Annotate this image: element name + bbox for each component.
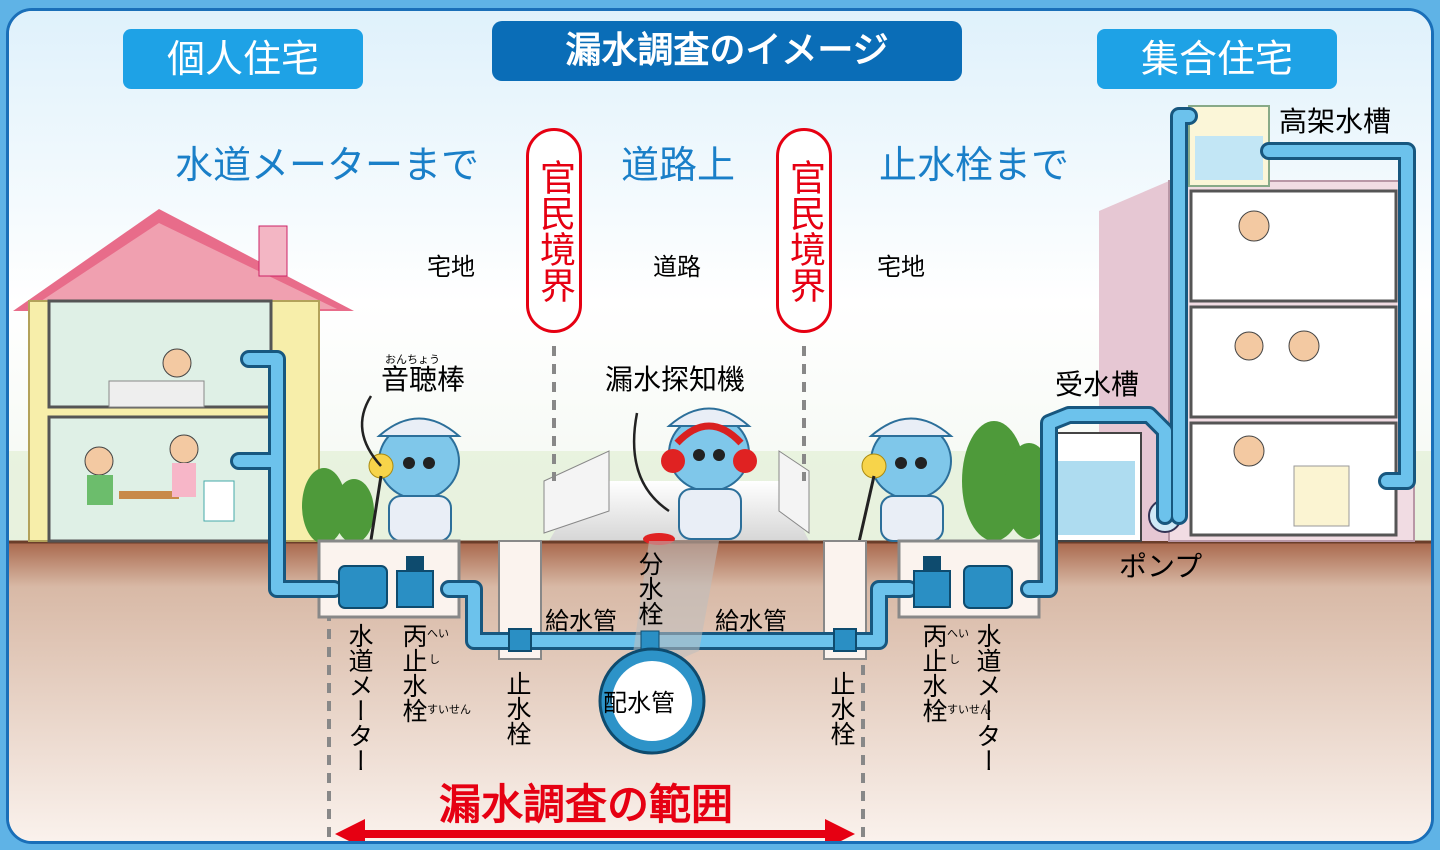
survey-range-label: 漏水調査の範囲	[439, 780, 734, 829]
pump-label: ポンプ	[1119, 550, 1203, 583]
zone-left-heading: 水道メーターまで	[175, 143, 480, 187]
stop-valve-label-right: 止水栓	[827, 671, 856, 746]
header-individual-house: 個人住宅	[123, 29, 363, 89]
branch-valve-label: 分水栓	[635, 551, 664, 626]
shi-ruby-left: し	[429, 653, 440, 666]
receiving-tank-label: 受水槽	[1055, 368, 1140, 401]
worker-center	[643, 407, 757, 545]
header-main-title: 漏水調査のイメージ	[492, 21, 962, 81]
scene-illustration	[9, 11, 1431, 841]
public-private-boundary-right: 官民境界	[776, 128, 832, 333]
hei-stop-valve-label-right: 丙止水栓	[919, 623, 948, 723]
leak-detector-label: 漏水探知機	[605, 363, 746, 396]
listening-rod-ruby: おんちょう	[385, 353, 440, 366]
hei-stop-valve-label-left: 丙止水栓	[399, 623, 428, 723]
hei-ruby-left: へい	[427, 627, 449, 640]
zone-right-heading: 止水栓まで	[879, 143, 1070, 187]
diagram-frame: 個人住宅 漏水調査のイメージ 集合住宅 水道メーターまで 道路上 止水栓まで 官…	[6, 8, 1434, 844]
distribution-main-label: 配水管	[603, 689, 675, 717]
header-apartment: 集合住宅	[1097, 29, 1337, 89]
area-road: 道路	[653, 253, 701, 281]
supply-pipe-label-right: 給水管	[715, 607, 787, 635]
water-meter-label-left: 水道メーター	[345, 623, 374, 773]
area-residential-left: 宅地	[427, 253, 475, 281]
elevated-tank-label: 高架水槽	[1279, 105, 1392, 138]
worker-right	[861, 417, 954, 542]
zone-center-heading: 道路上	[621, 143, 736, 187]
supply-pipe-label-left: 給水管	[545, 607, 617, 635]
suisen-ruby-left: すいせん	[427, 703, 471, 716]
shi-ruby-right: し	[949, 653, 960, 666]
area-residential-right: 宅地	[877, 253, 925, 281]
worker-left	[368, 417, 462, 542]
stop-valve-label-left: 止水栓	[503, 671, 532, 746]
water-meter-label-right: 水道メーター	[973, 623, 1002, 773]
public-private-boundary-left: 官民境界	[526, 128, 582, 333]
apartment-illustration	[1048, 105, 1415, 542]
hei-ruby-right: へい	[947, 627, 969, 640]
house-illustration	[13, 209, 354, 543]
suisen-ruby-right: すいせん	[947, 703, 991, 716]
listening-rod-label: 音聴棒	[381, 363, 466, 396]
